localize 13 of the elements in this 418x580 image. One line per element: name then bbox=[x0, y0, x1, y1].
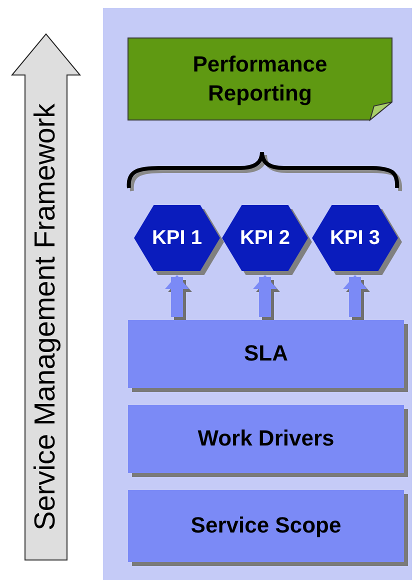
node-label: Service Scope bbox=[190, 512, 342, 540]
layer-bar bbox=[128, 490, 404, 562]
arrow-shape bbox=[12, 34, 80, 560]
node-label: SLA bbox=[243, 340, 289, 368]
report-box bbox=[128, 38, 392, 120]
node-label: Performance Reporting bbox=[192, 50, 328, 108]
up-arrow bbox=[253, 275, 277, 317]
vertical-label: Service Management Framework bbox=[30, 103, 62, 531]
node-label: Work Drivers bbox=[196, 424, 336, 453]
layer-bar bbox=[128, 405, 404, 473]
up-arrow bbox=[343, 275, 367, 317]
up-arrow bbox=[165, 275, 189, 317]
layer-bar bbox=[128, 320, 404, 388]
